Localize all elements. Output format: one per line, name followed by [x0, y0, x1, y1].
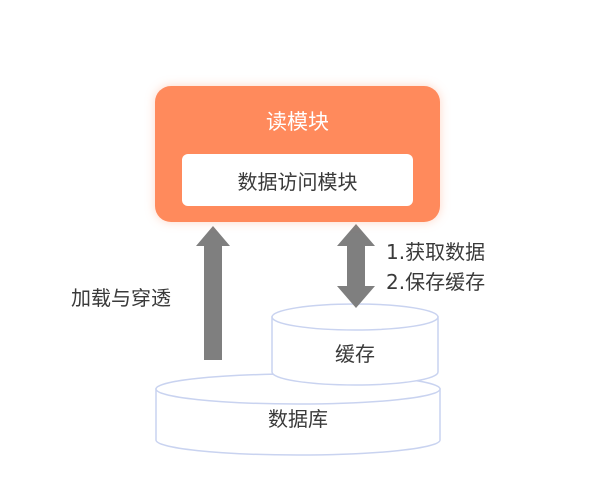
fetch-data-label: 1.获取数据: [386, 240, 486, 264]
read-module-title: 读模块: [266, 110, 329, 134]
cache-double-arrow: [337, 224, 375, 308]
cache-body: [271, 316, 439, 386]
save-cache-label: 2.保存缓存: [386, 270, 486, 294]
load-arrow-up: [196, 226, 230, 360]
cache-top: [271, 303, 439, 331]
database-label: 数据库: [268, 407, 328, 431]
database-body: [155, 388, 441, 456]
cache-cylinder: [271, 303, 439, 386]
data-access-module-box: 数据访问模块: [182, 154, 413, 206]
cache-label: 缓存: [335, 342, 375, 366]
data-access-module-label: 数据访问模块: [237, 169, 358, 194]
load-penetrate-label: 加载与穿透: [71, 286, 171, 310]
read-module-box: 读模块 数据访问模块: [155, 86, 440, 222]
